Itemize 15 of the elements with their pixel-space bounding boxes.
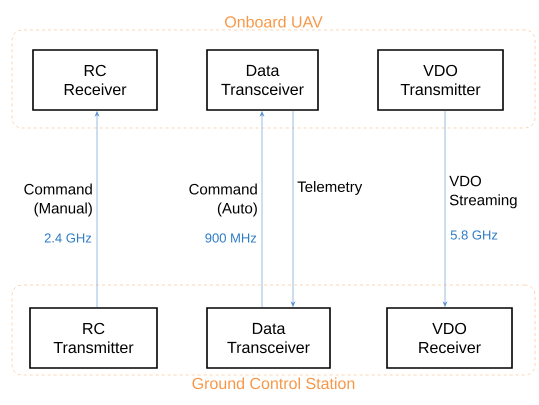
- component-box: VDO Receiver: [386, 307, 513, 369]
- component-box: Data Transceiver: [206, 49, 319, 111]
- node-label: Ground Control Station: [192, 377, 354, 390]
- component-box: RC Transmitter: [29, 307, 158, 369]
- component-box: RC Receiver: [32, 49, 158, 111]
- edge-label: Command (Auto): [189, 184, 257, 216]
- edge-label: VDO Streaming: [449, 176, 517, 208]
- frequency-label: 2.4 GHz: [44, 233, 92, 243]
- edge-label: Command (Manual): [24, 184, 92, 216]
- node-label: Onboard UAV: [225, 16, 323, 28]
- component-box: Data Transceiver: [206, 307, 331, 369]
- component-box: VDO Transmitter: [377, 49, 504, 111]
- frequency-label: 5.8 GHz: [450, 230, 498, 240]
- edge-label: Telemetry: [298, 181, 362, 195]
- frequency-label: 900 MHz: [205, 233, 256, 243]
